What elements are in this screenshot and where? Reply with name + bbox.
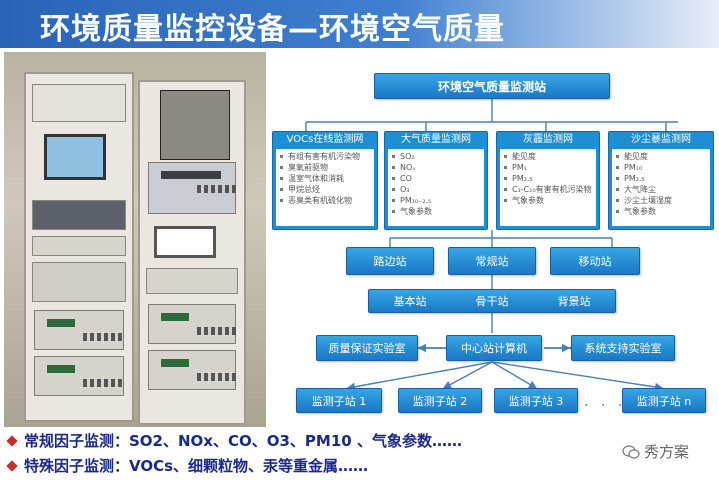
network-item: 温室气体和消耗 — [288, 174, 344, 183]
monitor-screen — [44, 134, 106, 180]
station-type-regular: 常规站 — [448, 247, 536, 275]
network-title: VOCs在线监测网 — [286, 134, 364, 145]
regular-factor-text: 常规因子监测：SO2、NOx、CO、O3、PM10 、气象参数…… — [24, 432, 462, 450]
rack-unit — [32, 200, 126, 230]
title-bar: 环境质量监控设备—环境空气质量 — [0, 0, 719, 48]
special-factor-text: 特殊因子监测：VOCs、细颗粒物、汞等重金属…… — [24, 457, 369, 475]
station-type-mobile: 移动站 — [550, 247, 640, 275]
network-item: 甲烷总烃 — [288, 185, 320, 194]
network-item: 大气降尘 — [624, 185, 656, 194]
equipment-photo — [4, 52, 266, 427]
rack-left — [24, 72, 134, 422]
network-item: 沙尘土壤湿度 — [624, 196, 672, 205]
station-type-roadside: 路边站 — [346, 247, 434, 275]
substation-n: 监测子站 n — [622, 388, 706, 413]
network-sandstorm: 沙尘暴监测网 能见度 PM₁₀ PM₂.₅ 大气降尘 沙尘土壤湿度 气象参数 — [608, 131, 714, 230]
network-item: 气象参数 — [512, 196, 544, 205]
analyzer-unit — [148, 162, 237, 214]
page-title: 环境质量监控设备—环境空气质量 — [40, 12, 505, 47]
network-item: 能见度 — [512, 152, 536, 161]
network-item: PM₁₀ — [624, 163, 643, 172]
network-item: SO₂ — [400, 152, 415, 161]
air-quality-station-box: 环境空气质量监测站 — [374, 73, 610, 99]
wechat-icon — [622, 444, 640, 459]
analyzer-unit — [34, 310, 124, 350]
substation-3: 监测子站 3 — [494, 388, 578, 413]
network-item: NOₓ — [400, 163, 416, 172]
network-item: 臭氧前驱物 — [288, 163, 328, 172]
network-item: 恶臭类有机硫化物 — [288, 196, 352, 205]
center-computer-box: 中心站计算机 — [446, 335, 542, 361]
network-item: 气象参数 — [400, 207, 432, 216]
special-factor-line: 特殊因子监测：VOCs、细颗粒物、汞等重金属…… — [6, 455, 369, 476]
monitoring-network-diagram: 环境空气质量监测站 VOCs在线监测网 有组有害有机污染物 臭氧前驱物 温室气体… — [266, 48, 719, 428]
network-item: 有组有害有机污染物 — [288, 152, 360, 161]
support-lab-box: 系统支持实验室 — [571, 335, 675, 361]
network-item: C₁-C₁₀有害有机污染物 — [512, 185, 592, 194]
network-item: PM₂.₅ — [512, 174, 533, 183]
network-haze: 灰霾监测网 能见度 PM₁ PM₂.₅ C₁-C₁₀有害有机污染物 气象参数 — [496, 131, 600, 230]
rack-unit — [32, 236, 126, 256]
regular-factor-line: 常规因子监测：SO2、NOx、CO、O3、PM10 、气象参数…… — [6, 430, 462, 451]
rack-unit — [32, 262, 126, 302]
rack-unit — [32, 84, 126, 122]
network-items: 能见度 PM₁ PM₂.₅ C₁-C₁₀有害有机污染物 气象参数 — [500, 149, 596, 226]
qa-lab-box: 质量保证实验室 — [316, 335, 418, 361]
monitor-screen — [154, 226, 216, 258]
network-air-quality: 大气质量监测网 SO₂ NOₓ CO O₃ PM₁₀₋₂.₅ 气象参数 — [384, 131, 488, 230]
analyzer-unit — [148, 350, 237, 390]
watermark: 秀方案 — [622, 441, 689, 462]
station-role-basic: 基本站 — [393, 295, 427, 308]
substation-1: 监测子站 1 — [296, 388, 382, 413]
station-roles-box: 基本站 骨干站 背景站 — [368, 289, 616, 313]
network-title: 大气质量监测网 — [401, 134, 471, 145]
station-role-background: 背景站 — [557, 295, 591, 308]
network-item: PM₁ — [512, 163, 527, 172]
network-item: CO — [400, 174, 412, 183]
network-items: SO₂ NOₓ CO O₃ PM₁₀₋₂.₅ 气象参数 — [388, 149, 484, 226]
bullet-icon — [6, 434, 18, 447]
network-item: O₃ — [400, 185, 410, 194]
network-item: PM₁₀₋₂.₅ — [400, 196, 432, 205]
network-title: 沙尘暴监测网 — [631, 134, 691, 145]
network-title: 灰霾监测网 — [523, 134, 573, 145]
network-items: 能见度 PM₁₀ PM₂.₅ 大气降尘 沙尘土壤湿度 气象参数 — [612, 149, 710, 226]
rack-unit — [146, 268, 238, 294]
station-role-backbone: 骨干站 — [475, 295, 509, 308]
network-item: PM₂.₅ — [624, 174, 645, 183]
analyzer-unit — [148, 304, 237, 344]
network-voc: VOCs在线监测网 有组有害有机污染物 臭氧前驱物 温室气体和消耗 甲烷总烃 恶… — [272, 131, 378, 230]
network-item: 气象参数 — [624, 207, 656, 216]
network-items: 有组有害有机污染物 臭氧前驱物 温室气体和消耗 甲烷总烃 恶臭类有机硫化物 — [276, 149, 374, 226]
network-item: 能见度 — [624, 152, 648, 161]
analyzer-unit — [34, 356, 124, 396]
rack-right — [138, 80, 246, 425]
rack-unit — [160, 90, 230, 160]
watermark-text: 秀方案 — [644, 443, 690, 461]
substation-2: 监测子站 2 — [398, 388, 482, 413]
bullet-icon — [6, 459, 18, 472]
connector-lines — [305, 99, 678, 392]
